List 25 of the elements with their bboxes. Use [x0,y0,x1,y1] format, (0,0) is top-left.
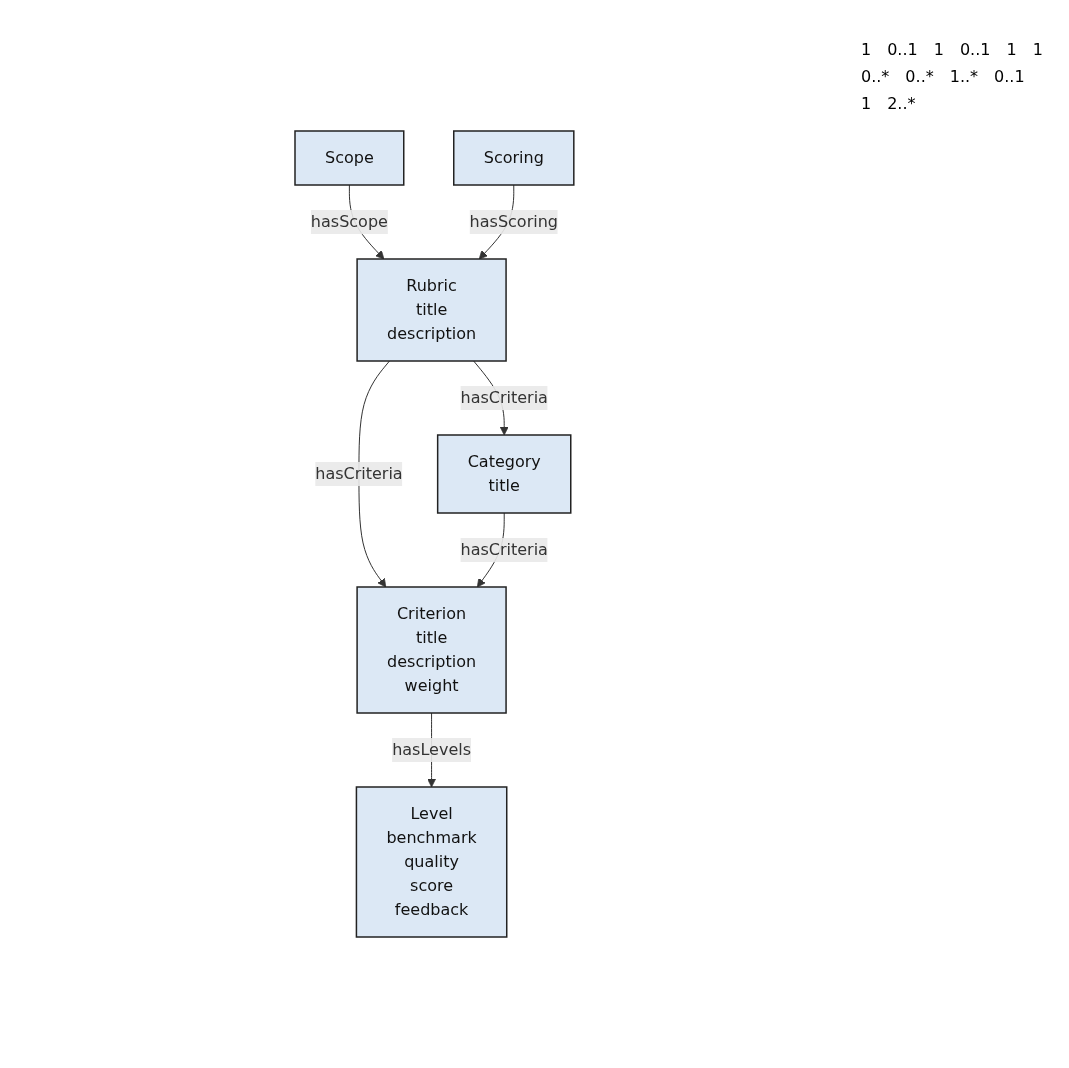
multiplicity-label: 1 [933,40,944,59]
multiplicity-label: 1 [861,94,872,113]
edge-label: hasLevels [392,740,472,759]
multiplicity-label: 0..1 [959,40,991,59]
node-box: Scope [294,130,405,186]
multiplicity-label: 1 [1032,40,1043,59]
node-box: Rubric title description [356,258,507,362]
edge-label: hasScope [310,212,388,231]
multiplicity-label: 0..* [905,67,934,86]
multiplicity-label: 0..* [861,67,890,86]
multiplicity-label: 2..* [887,94,916,113]
node-box: Criterion title description weight [356,586,507,714]
arrow [358,360,391,588]
edge-label: hasScoring [469,212,559,231]
node-box: Level benchmark quality score feedback [355,786,508,938]
edge-label: hasCriteria [315,464,403,483]
edge-label: hasCriteria [460,388,549,407]
multiplicity-label: 1 [861,40,872,59]
multiplicity-label: 0..1 [994,67,1025,86]
edge-label: hasCriteria [460,540,549,559]
multiplicity-label: 1..* [949,67,979,86]
node-box: Category title [437,434,572,514]
multiplicity-label: 0..1 [887,40,918,59]
node-box: Scoring [453,130,575,186]
multiplicity-label: 1 [1006,40,1017,59]
